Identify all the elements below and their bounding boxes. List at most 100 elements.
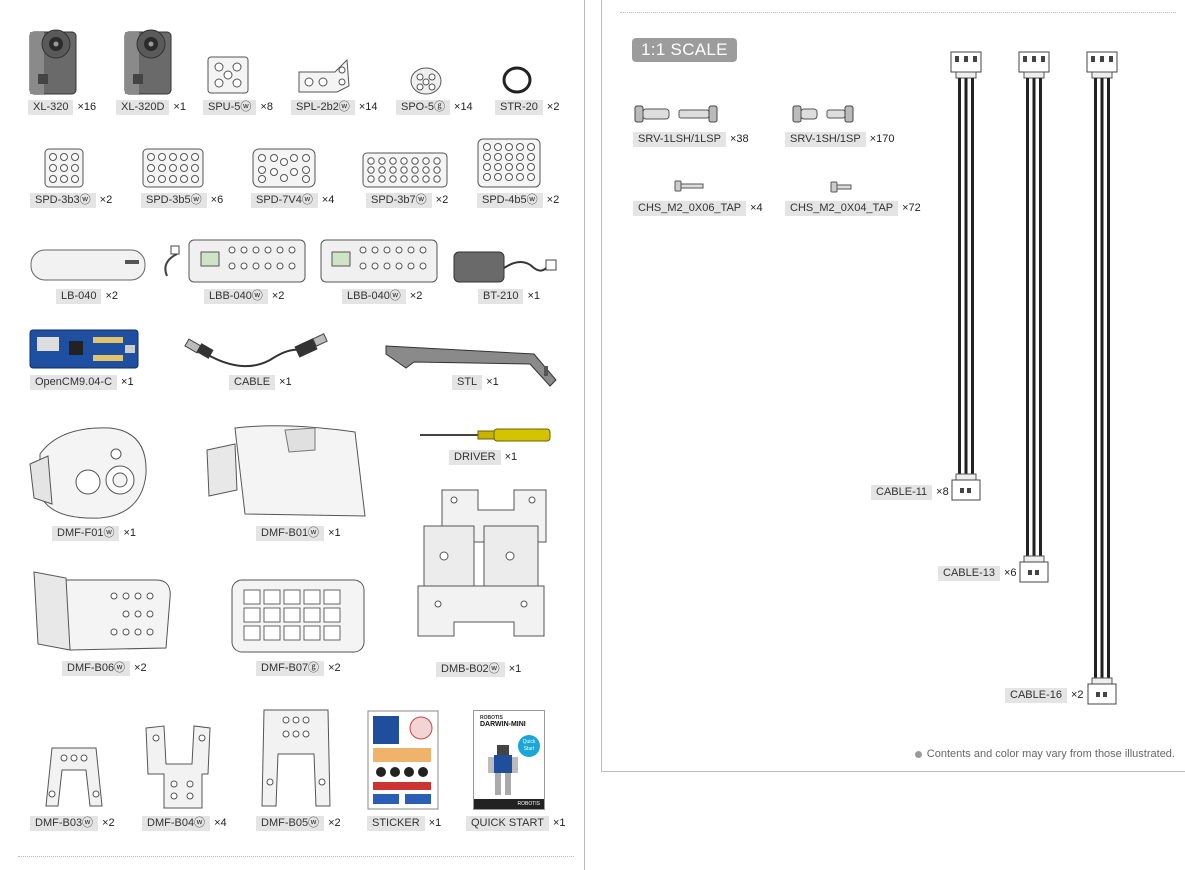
part-name: CABLE-11 (871, 485, 933, 500)
battery-box-icon (320, 239, 438, 283)
usb-cable-icon (184, 333, 328, 368)
part-name: STL (452, 375, 483, 390)
part-qty: ×1 (486, 376, 499, 388)
part-name: SPD-3b3ⓦ (30, 193, 96, 208)
part-qty: ×8 (936, 486, 949, 498)
u-bracket-icon (261, 709, 331, 807)
part-qty: ×1 (527, 290, 541, 302)
part-name: DMF-B04ⓦ (142, 816, 211, 831)
part-qty: ×2 (546, 101, 560, 113)
battery-icon (30, 249, 146, 281)
part-qty: ×1 (173, 101, 186, 113)
part-name: SPD-4b5ⓦ (477, 193, 543, 208)
part-name: LB-040 (56, 289, 102, 304)
part-name: LBB-040ⓦ (204, 289, 268, 304)
part-qty: ×38 (729, 133, 749, 145)
rivet-icon (634, 105, 718, 123)
scale-page: 1:1 SCALE SRV-1LSH/1LSP×38 SRV-1SH/1SP×1… (601, 0, 1185, 772)
servo-icon (29, 29, 77, 95)
part-qty: ×2 (105, 290, 119, 302)
part-qty: ×1 (123, 527, 136, 539)
part-qty: ×8 (260, 101, 273, 113)
part-qty: ×2 (102, 817, 115, 829)
part-qty: ×2 (328, 817, 341, 829)
part-name: STR-20 (495, 100, 543, 115)
bluetooth-module-icon (453, 251, 557, 283)
part-name: BT-210 (478, 289, 524, 304)
part-qty: ×16 (77, 101, 97, 113)
part-qty: ×6 (1003, 567, 1017, 579)
grid-plate-icon (44, 148, 84, 188)
part-qty: ×4 (214, 817, 227, 829)
part-qty: ×2 (435, 194, 449, 206)
part-qty: ×2 (1070, 689, 1084, 701)
head-frame-icon (29, 427, 147, 519)
part-name: OpenCM9.04-C (30, 375, 118, 390)
part-qty: ×2 (134, 662, 147, 674)
part-qty: ×1 (504, 451, 518, 463)
disclaimer-note: Contents and color may vary from those i… (914, 748, 1175, 760)
part-qty: ×72 (902, 202, 921, 214)
part-name: SPO-5ⓖ (396, 100, 451, 115)
part-name: SPL-2b2ⓦ (291, 100, 355, 115)
grid-plate-icon (252, 148, 316, 188)
part-qty: ×2 (409, 290, 423, 302)
grid-plate-icon (477, 138, 541, 188)
booklet-footer-bar: ROBOTIS (474, 799, 544, 809)
ring-icon (502, 66, 532, 94)
servo-cable-icon (950, 51, 982, 501)
booklet-icon: ROBOTIS DARWIN-MINI Quick Start ROBOTIS (473, 710, 545, 810)
part-qty: ×4 (750, 202, 763, 214)
screwdriver-icon (420, 428, 551, 442)
part-name: CABLE-16 (1005, 688, 1067, 703)
part-name: CABLE-13 (938, 566, 1000, 581)
part-qty: ×1 (279, 376, 292, 388)
part-qty: ×1 (552, 817, 566, 829)
badge-line2: Start (523, 746, 535, 752)
part-qty: ×2 (271, 290, 285, 302)
part-qty: ×170 (869, 133, 895, 145)
part-name: DMF-B07ⓖ (256, 661, 325, 676)
part-name: SRV-1LSH/1LSP (633, 132, 726, 147)
quick-start-badge: Quick Start (518, 735, 540, 757)
booklet-title: DARWIN-MINI (480, 721, 526, 728)
bullet-icon (914, 750, 922, 758)
part-qty: ×14 (358, 101, 378, 113)
page-divider (18, 856, 574, 857)
part-name: SPU-5ⓦ (203, 100, 257, 115)
part-name: DMF-B03ⓦ (30, 816, 99, 831)
battery-box-icon (164, 239, 306, 283)
part-name: QUICK START (466, 816, 549, 831)
part-qty: ×2 (328, 662, 341, 674)
part-name: CHS_M2_0X06_TAP (633, 201, 747, 216)
part-qty: ×6 (210, 194, 224, 206)
part-qty: ×2 (99, 194, 113, 206)
grid-plate-icon (142, 148, 204, 188)
servo-cable-icon (1018, 51, 1050, 583)
part-qty: ×2 (546, 194, 560, 206)
servo-icon (124, 29, 172, 95)
part-qty: ×1 (328, 527, 341, 539)
part-name: DMF-F01ⓦ (52, 526, 120, 541)
part-name: XL-320D (116, 100, 170, 115)
part-name: SRV-1SH/1SP (785, 132, 866, 147)
part-qty: ×1 (508, 663, 522, 675)
part-qty: ×1 (121, 376, 134, 388)
part-name: DRIVER (449, 450, 501, 465)
part-name: LBB-040ⓦ (342, 289, 406, 304)
screw-icon (830, 181, 852, 193)
body-frame-icon (206, 425, 366, 517)
part-qty: ×1 (428, 817, 442, 829)
part-name: SPD-3b5ⓦ (141, 193, 207, 208)
foot-frame-icon (33, 571, 171, 651)
part-name: SPD-7V4ⓦ (251, 193, 318, 208)
rivet-icon (792, 105, 854, 123)
sole-plate-icon (231, 579, 365, 653)
robot-icon (488, 745, 518, 795)
plate-icon (207, 56, 249, 94)
servo-cable-icon (1086, 51, 1118, 705)
part-name: DMF-B06ⓦ (62, 661, 131, 676)
circuit-board-icon (29, 329, 139, 369)
booklet-footer: ROBOTIS (517, 801, 540, 807)
badge-line1: Quick (522, 739, 536, 745)
